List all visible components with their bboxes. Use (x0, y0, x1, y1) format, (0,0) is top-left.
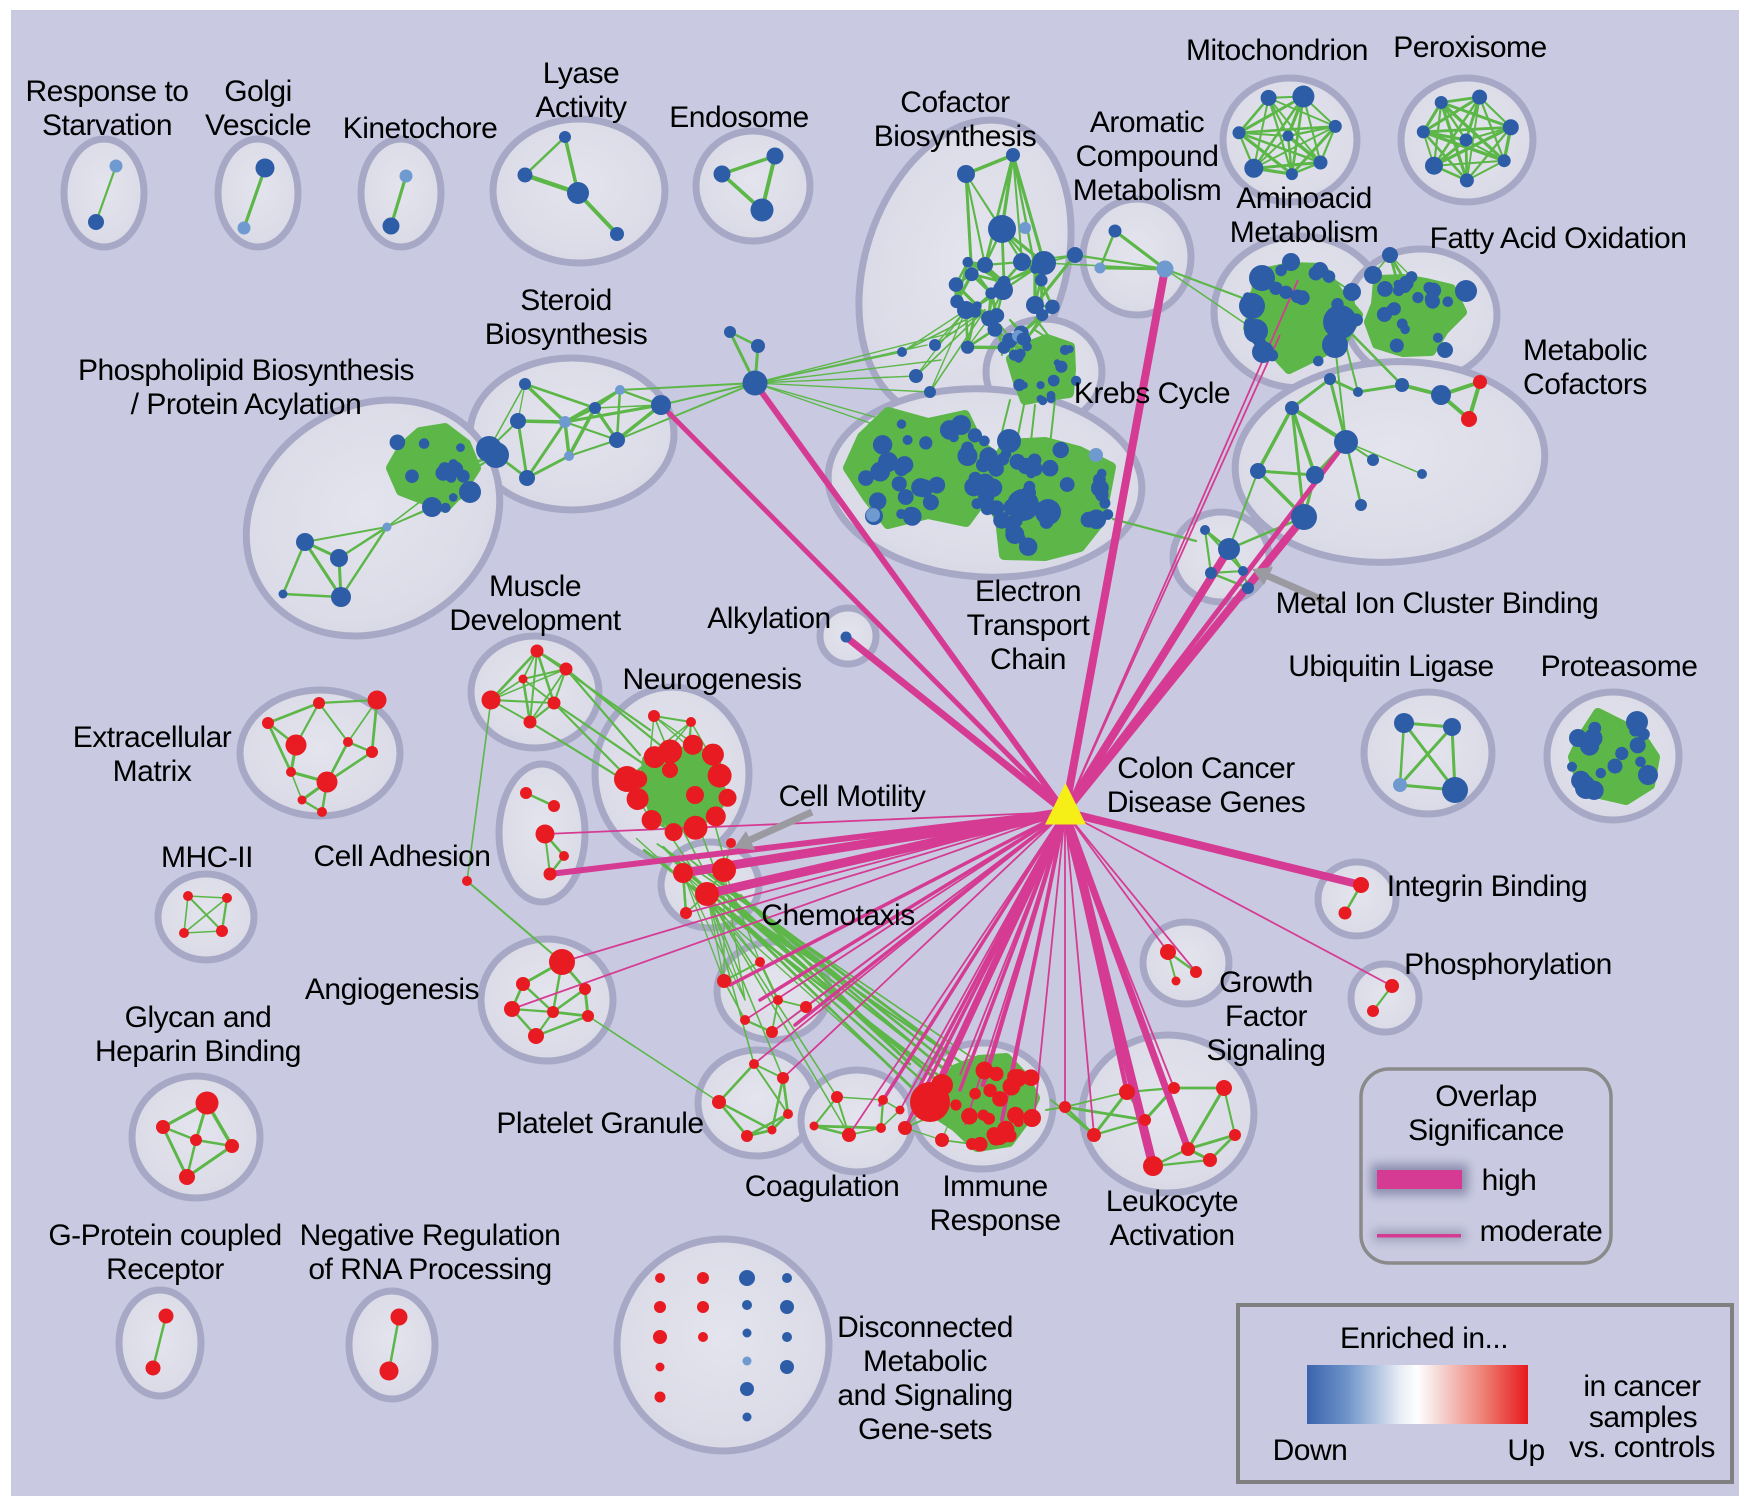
svg-text:Cofactors: Cofactors (1523, 368, 1647, 401)
svg-text:MHC-II: MHC-II (161, 841, 253, 874)
svg-text:Metabolic: Metabolic (1523, 334, 1647, 367)
svg-text:Response to: Response to (26, 75, 189, 108)
svg-text:Gene-sets: Gene-sets (858, 1413, 992, 1446)
svg-text:Biosynthesis: Biosynthesis (485, 318, 647, 351)
svg-text:Down: Down (1273, 1434, 1348, 1467)
svg-text:Biosynthesis: Biosynthesis (874, 120, 1036, 153)
svg-text:Phosphorylation: Phosphorylation (1404, 948, 1612, 981)
svg-text:Cell Adhesion: Cell Adhesion (314, 840, 491, 873)
svg-text:Disease Genes: Disease Genes (1107, 786, 1306, 819)
svg-text:of RNA Processing: of RNA Processing (308, 1253, 551, 1286)
svg-text:Activity: Activity (535, 91, 627, 124)
svg-text:Heparin Binding: Heparin Binding (95, 1035, 301, 1068)
svg-text:Overlap: Overlap (1435, 1080, 1537, 1113)
svg-text:Mitochondrion: Mitochondrion (1186, 34, 1368, 67)
svg-text:Electron: Electron (975, 575, 1081, 608)
svg-text:and Signaling: and Signaling (837, 1379, 1012, 1412)
svg-text:Ubiquitin Ligase: Ubiquitin Ligase (1288, 650, 1493, 683)
svg-text:Endosome: Endosome (669, 101, 808, 134)
svg-text:Enriched in...: Enriched in... (1340, 1322, 1508, 1355)
svg-text:moderate: moderate (1480, 1215, 1603, 1248)
svg-text:Platelet Granule: Platelet Granule (496, 1107, 703, 1140)
svg-text:Factor: Factor (1225, 1000, 1308, 1033)
svg-text:Immune: Immune (942, 1170, 1047, 1203)
svg-text:Starvation: Starvation (42, 109, 172, 142)
svg-text:Muscle: Muscle (489, 570, 581, 603)
svg-text:/ Protein Acylation: / Protein Acylation (131, 388, 362, 421)
svg-text:samples: samples (1589, 1401, 1697, 1434)
svg-text:Chain: Chain (990, 643, 1066, 676)
svg-text:in cancer: in cancer (1583, 1370, 1701, 1403)
svg-text:high: high (1482, 1164, 1537, 1197)
svg-text:Metabolism: Metabolism (1230, 216, 1378, 249)
svg-text:Chemotaxis: Chemotaxis (761, 899, 914, 932)
svg-text:Vescicle: Vescicle (205, 109, 311, 142)
svg-text:G-Protein coupled: G-Protein coupled (48, 1219, 281, 1252)
svg-text:Cell Motility: Cell Motility (779, 780, 926, 813)
svg-text:Proteasome: Proteasome (1541, 650, 1698, 683)
svg-text:Negative Regulation: Negative Regulation (300, 1219, 561, 1252)
svg-text:Metal Ion Cluster Binding: Metal Ion Cluster Binding (1276, 587, 1599, 620)
svg-text:Steroid: Steroid (520, 284, 612, 317)
svg-text:Significance: Significance (1408, 1114, 1564, 1147)
svg-text:Leukocyte: Leukocyte (1106, 1185, 1238, 1218)
svg-text:Colon Cancer: Colon Cancer (1117, 752, 1295, 785)
svg-text:Development: Development (449, 604, 621, 637)
svg-text:Up: Up (1507, 1434, 1544, 1467)
svg-text:Neurogenesis: Neurogenesis (622, 663, 801, 696)
svg-text:Transport: Transport (967, 609, 1091, 642)
svg-text:Angiogenesis: Angiogenesis (305, 973, 479, 1006)
svg-text:Alkylation: Alkylation (707, 602, 830, 635)
svg-text:vs. controls: vs. controls (1569, 1431, 1715, 1464)
svg-text:Growth: Growth (1219, 966, 1313, 999)
svg-text:Coagulation: Coagulation (745, 1170, 900, 1203)
svg-text:Aromatic: Aromatic (1090, 106, 1205, 139)
svg-text:Cofactor: Cofactor (900, 86, 1010, 119)
svg-text:Extracellular: Extracellular (73, 721, 232, 754)
svg-text:Kinetochore: Kinetochore (343, 112, 498, 145)
svg-text:Krebs Cycle: Krebs Cycle (1074, 377, 1230, 410)
svg-text:Fatty Acid Oxidation: Fatty Acid Oxidation (1430, 222, 1687, 255)
svg-text:Matrix: Matrix (113, 755, 192, 788)
svg-text:Metabolism: Metabolism (1073, 174, 1221, 207)
svg-text:Integrin Binding: Integrin Binding (1387, 870, 1587, 903)
svg-text:Signaling: Signaling (1207, 1034, 1326, 1067)
svg-text:Activation: Activation (1109, 1219, 1234, 1252)
svg-text:Golgi: Golgi (224, 75, 292, 108)
svg-text:Receptor: Receptor (106, 1253, 224, 1286)
svg-text:Glycan and: Glycan and (125, 1001, 272, 1034)
svg-text:Peroxisome: Peroxisome (1393, 31, 1546, 64)
svg-text:Phospholipid Biosynthesis: Phospholipid Biosynthesis (78, 354, 414, 387)
svg-text:Lyase: Lyase (543, 57, 619, 90)
svg-text:Disconnected: Disconnected (837, 1311, 1013, 1344)
svg-text:Aminoacid: Aminoacid (1236, 182, 1372, 215)
svg-text:Response: Response (929, 1204, 1060, 1237)
svg-text:Metabolic: Metabolic (863, 1345, 987, 1378)
svg-text:Compound: Compound (1076, 140, 1219, 173)
